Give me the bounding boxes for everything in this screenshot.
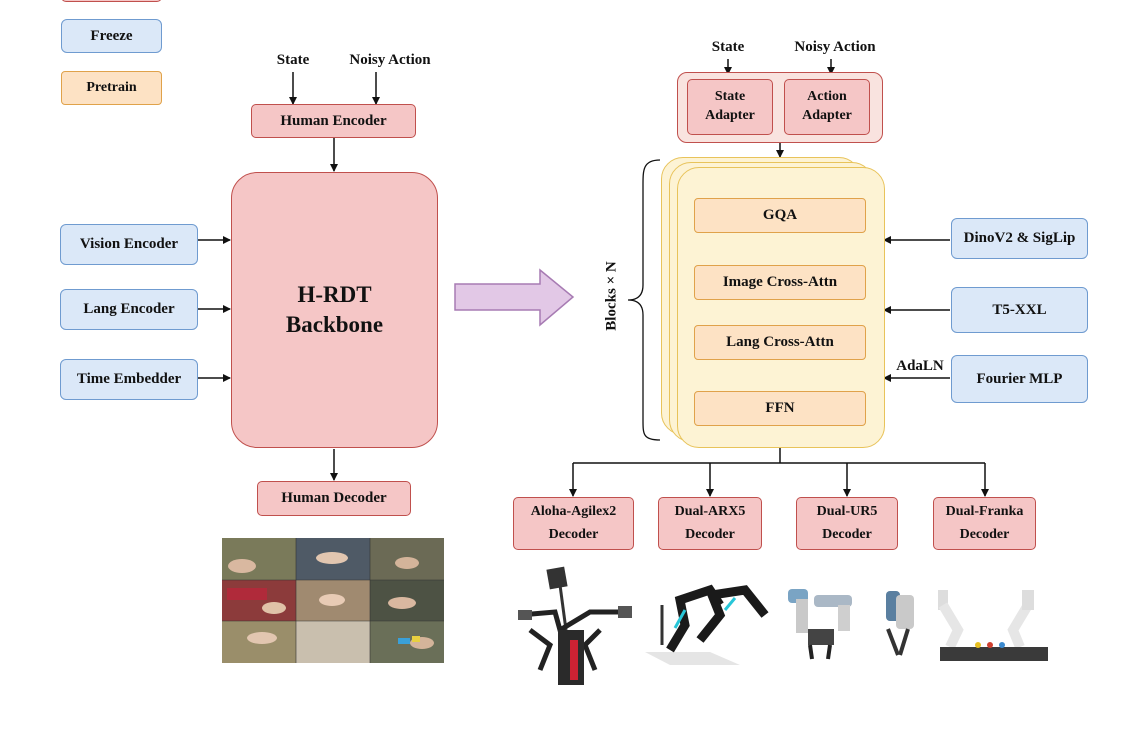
decoder-aloha-line2: Decoder	[548, 526, 599, 542]
lang-cross-attn-label: Lang Cross-Attn	[726, 334, 834, 351]
noisy-action-label-right: Noisy Action	[794, 39, 876, 55]
t5-xxl-encoder: T5-XXL	[951, 287, 1088, 333]
dual-arx5-robot-image	[645, 584, 769, 665]
gqa-layer: GQA	[694, 198, 866, 233]
decoder-franka-line1: Dual-Franka	[945, 504, 1024, 520]
decoder-arx5-line2: Decoder	[685, 526, 735, 542]
blocks-brace	[627, 159, 661, 441]
state-label-right: State	[711, 39, 745, 55]
legend-pretrain: Pretrain	[61, 71, 162, 105]
vision-encoder: Vision Encoder	[60, 224, 198, 265]
legend-swatch-partial	[61, 0, 162, 2]
fourier-mlp-label: Fourier MLP	[976, 370, 1063, 387]
hrdt-backbone: H-RDT Backbone	[231, 172, 438, 448]
dual-franka-robot-image	[886, 590, 1048, 661]
image-cross-attn-label: Image Cross-Attn	[722, 274, 838, 291]
lang-cross-attn-layer: Lang Cross-Attn	[694, 325, 866, 360]
decoder-dual-ur5: Dual-UR5 Decoder	[796, 497, 898, 550]
decoder-aloha-line1: Aloha-Agilex2	[530, 504, 617, 520]
human-decoder: Human Decoder	[257, 481, 411, 516]
state-adapter-line1: State	[714, 89, 746, 105]
decoder-dual-arx5: Dual-ARX5 Decoder	[658, 497, 762, 550]
gqa-label: GQA	[762, 207, 798, 224]
transfer-arrow	[454, 268, 575, 327]
dinov2-siglip-label: DinoV2 & SigLip	[963, 230, 1076, 247]
action-adapter-line1: Action	[807, 89, 847, 105]
dual-ur5-robot-image	[788, 589, 852, 660]
fourier-mlp: Fourier MLP	[951, 355, 1088, 403]
aloha-agilex2-robot-image	[518, 566, 632, 685]
state-adapter: State Adapter	[687, 79, 773, 135]
dinov2-siglip-encoder: DinoV2 & SigLip	[951, 218, 1088, 259]
decoder-arx5-line1: Dual-ARX5	[674, 504, 746, 520]
human-encoder-label: Human Encoder	[280, 112, 387, 129]
legend-freeze-label: Freeze	[90, 27, 133, 44]
backbone-title: H-RDT	[297, 282, 372, 308]
action-adapter: Action Adapter	[784, 79, 870, 135]
human-encoder: Human Encoder	[251, 104, 416, 138]
action-adapter-line2: Adapter	[802, 108, 852, 123]
state-label-left: State	[276, 52, 310, 68]
backbone-subtitle: Backbone	[285, 312, 384, 337]
decoder-aloha-agilex2: Aloha-Agilex2 Decoder	[513, 497, 634, 550]
decoder-franka-line2: Decoder	[959, 526, 1010, 542]
vision-encoder-label: Vision Encoder	[79, 236, 179, 253]
adaln-label: AdaLN	[896, 358, 944, 374]
human-video-frames-image	[222, 538, 444, 663]
t5-xxl-label: T5-XXL	[992, 301, 1047, 318]
lang-encoder: Lang Encoder	[60, 289, 198, 330]
time-embedder: Time Embedder	[60, 359, 198, 400]
decoder-ur5-line1: Dual-UR5	[816, 504, 878, 520]
human-decoder-label: Human Decoder	[281, 490, 387, 507]
noisy-action-label-left: Noisy Action	[349, 52, 431, 68]
image-cross-attn-layer: Image Cross-Attn	[694, 265, 866, 300]
decoder-dual-franka: Dual-Franka Decoder	[933, 497, 1036, 550]
state-adapter-line2: Adapter	[705, 108, 755, 123]
legend-freeze: Freeze	[61, 19, 162, 53]
ffn-label: FFN	[765, 400, 795, 417]
decoder-ur5-line2: Decoder	[822, 526, 872, 542]
legend-pretrain-label: Pretrain	[86, 79, 137, 95]
ffn-layer: FFN	[694, 391, 866, 426]
lang-encoder-label: Lang Encoder	[83, 301, 175, 318]
time-embedder-label: Time Embedder	[76, 371, 182, 388]
blocks-n-label: Blocks × N	[603, 261, 620, 331]
human-video-grid	[222, 538, 444, 663]
